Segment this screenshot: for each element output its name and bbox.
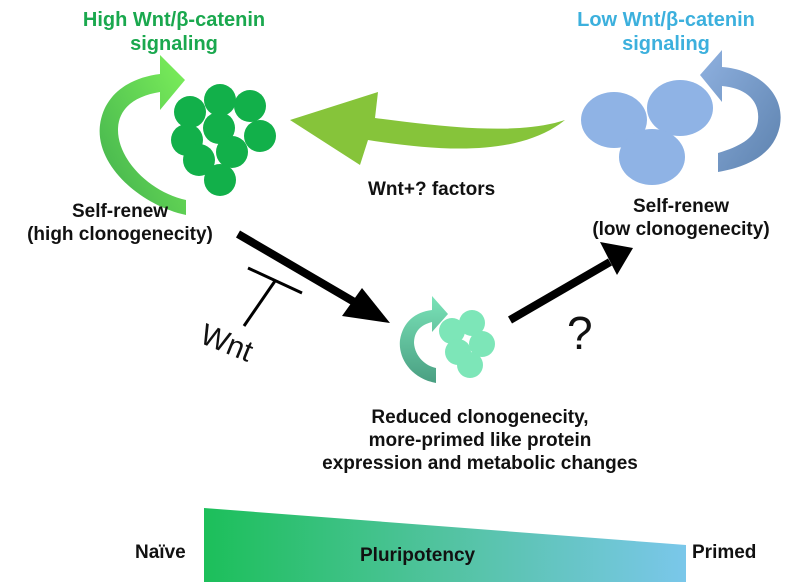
- circular-arrow-mint-icon: [399, 296, 448, 383]
- high-label-line2: (high clonogenecity): [27, 224, 213, 246]
- inhibition-bar-icon: [242, 266, 303, 327]
- low-cell-cluster: [581, 80, 713, 185]
- low-self-renew-label: Self-renew (low clonogenecity): [570, 195, 792, 241]
- reduced-line3: expression and metabolic changes: [322, 453, 638, 475]
- black-arrow-icon: [235, 230, 390, 323]
- high-signaling-title: High Wnt/β-catenin signaling: [74, 8, 274, 57]
- black-arrow-icon: [507, 242, 633, 324]
- high-cell-cluster: [171, 84, 276, 196]
- high-title-line2: signaling: [130, 33, 218, 56]
- low-title-line1: Low Wnt/β-catenin: [577, 9, 755, 31]
- low-title-line2: signaling: [622, 33, 710, 56]
- pluripotency-label: Pluripotency: [360, 545, 476, 566]
- factors-label: Wnt+? factors: [368, 179, 496, 200]
- high-title-line1: High Wnt/β-catenin: [82, 9, 266, 31]
- mid-cell-cluster: [439, 310, 495, 378]
- circular-arrow-blue-icon: [700, 50, 781, 172]
- primed-label: Primed: [692, 542, 757, 563]
- naive-label: Naïve: [135, 542, 186, 563]
- circular-arrow-green-icon: [99, 55, 186, 215]
- low-signaling-title: Low Wnt/β-catenin signaling: [556, 8, 776, 57]
- high-label-line1: Self-renew: [71, 201, 169, 222]
- low-label-line2: (low clonogenecity): [592, 219, 770, 241]
- low-label-line1: Self-renew: [632, 196, 730, 217]
- high-self-renew-label: Self-renew (high clonogenecity): [0, 200, 240, 246]
- reduced-clonogenecity-label: Reduced clonogenecity, more-primed like …: [250, 406, 710, 476]
- reduced-line2: more-primed like protein: [368, 430, 592, 452]
- question-mark: ?: [567, 307, 593, 359]
- reduced-line1: Reduced clonogenecity,: [371, 407, 589, 428]
- big-green-arrow: [290, 92, 565, 165]
